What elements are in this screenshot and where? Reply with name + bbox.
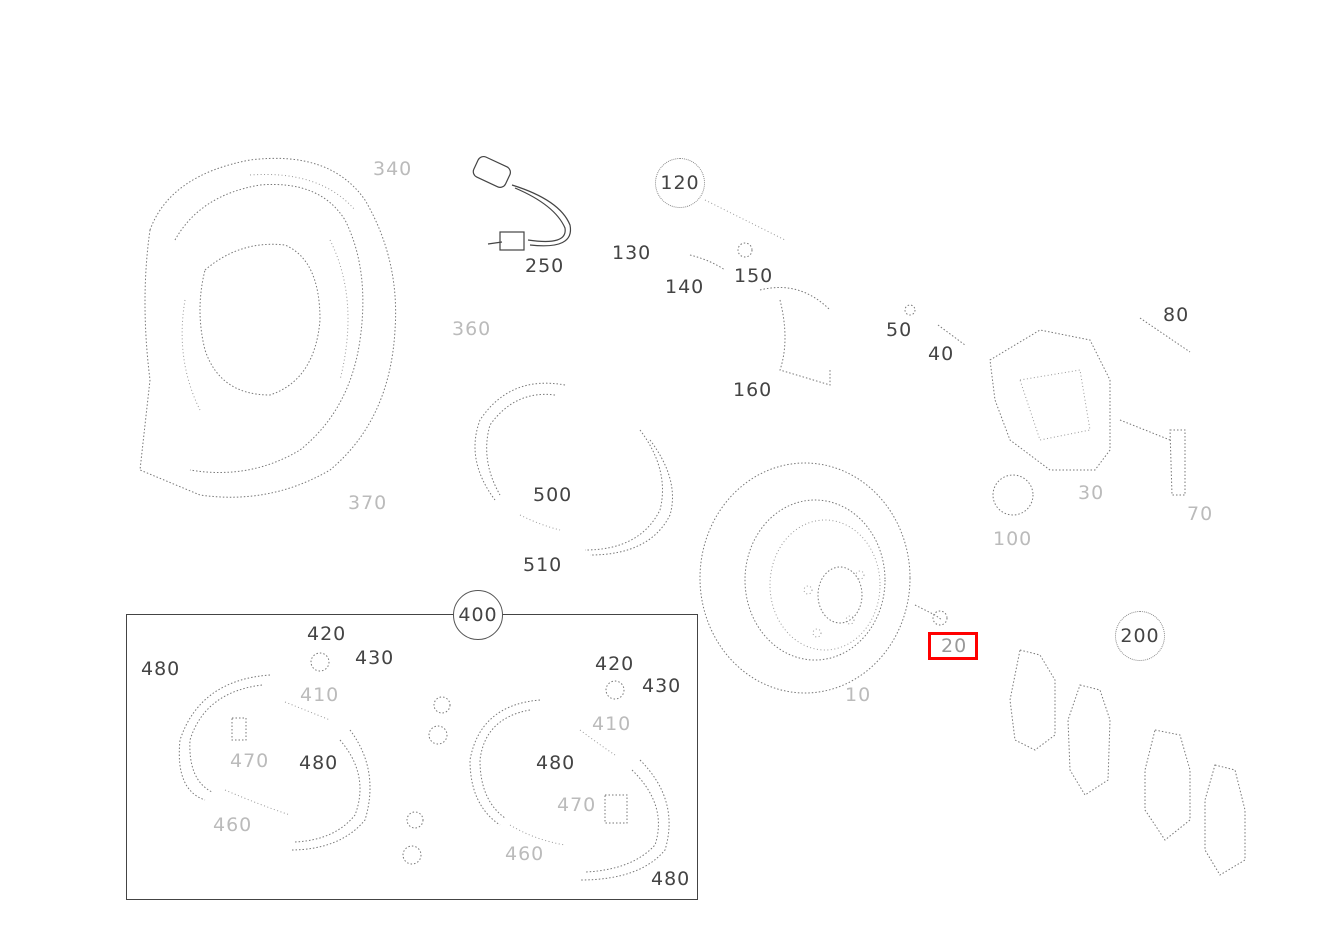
part-label-80[interactable]: 80 — [1163, 304, 1190, 326]
part-label-420-left[interactable]: 420 — [307, 623, 347, 645]
part-label-100[interactable]: 100 — [993, 528, 1033, 550]
part-callout-200[interactable]: 200 — [1115, 611, 1165, 661]
part-label-10[interactable]: 10 — [845, 684, 872, 706]
part-label-200: 200 — [1120, 625, 1160, 647]
kit-400-frame — [126, 614, 698, 900]
part-label-40[interactable]: 40 — [928, 343, 955, 365]
part-label-360[interactable]: 360 — [452, 318, 492, 340]
parking-brake-shoes-drawing — [474, 382, 673, 556]
part-label-340[interactable]: 340 — [373, 158, 413, 180]
part-label-120: 120 — [660, 172, 700, 194]
part-label-30[interactable]: 30 — [1078, 482, 1105, 504]
part-label-430-right[interactable]: 430 — [642, 675, 682, 697]
part-label-20[interactable]: 20 — [941, 635, 968, 657]
part-label-410-right[interactable]: 410 — [592, 713, 632, 735]
part-callout-400[interactable]: 400 — [453, 590, 503, 640]
part-label-370[interactable]: 370 — [348, 492, 388, 514]
part-label-250[interactable]: 250 — [525, 255, 565, 277]
part-label-460-left[interactable]: 460 — [213, 814, 253, 836]
part-label-480-right-mid[interactable]: 480 — [536, 752, 576, 774]
part-label-510[interactable]: 510 — [523, 554, 563, 576]
part-label-410-left[interactable]: 410 — [300, 684, 340, 706]
caliper-drawing — [904, 304, 1191, 516]
highlight-box — [928, 632, 978, 660]
part-label-470-left[interactable]: 470 — [230, 750, 270, 772]
brake-pads-drawing — [1009, 649, 1246, 876]
part-label-160[interactable]: 160 — [733, 379, 773, 401]
part-label-50[interactable]: 50 — [886, 319, 913, 341]
shoe-kit-drawing — [178, 652, 670, 881]
part-label-480-right-bottom[interactable]: 480 — [651, 868, 691, 890]
part-label-430-left[interactable]: 430 — [355, 647, 395, 669]
part-label-150[interactable]: 150 — [734, 265, 774, 287]
part-label-420-right[interactable]: 420 — [595, 653, 635, 675]
backing-plate-drawing — [139, 157, 397, 498]
part-label-480-left-mid[interactable]: 480 — [299, 752, 339, 774]
caliper-carrier-drawing — [689, 199, 831, 386]
part-label-500[interactable]: 500 — [533, 484, 573, 506]
part-label-70[interactable]: 70 — [1187, 503, 1214, 525]
part-label-460-right[interactable]: 460 — [505, 843, 545, 865]
part-label-130[interactable]: 130 — [612, 242, 652, 264]
wear-sensor-drawing — [472, 155, 572, 251]
part-label-400: 400 — [458, 604, 498, 626]
part-label-140[interactable]: 140 — [665, 276, 705, 298]
brake-disc-drawing — [699, 462, 948, 694]
part-callout-120[interactable]: 120 — [655, 158, 705, 208]
part-label-470-right[interactable]: 470 — [557, 794, 597, 816]
part-label-480-left-top[interactable]: 480 — [141, 658, 181, 680]
